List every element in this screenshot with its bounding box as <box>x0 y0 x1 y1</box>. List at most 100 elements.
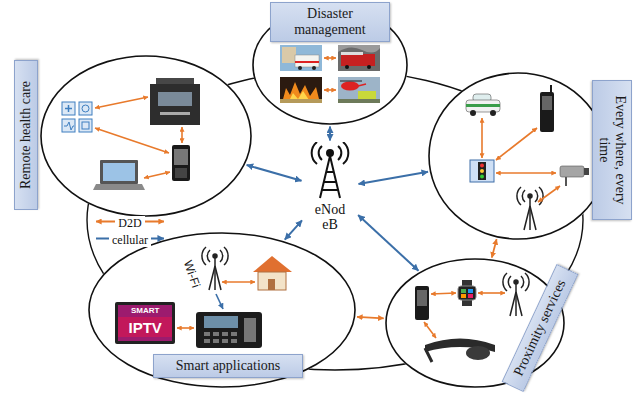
health-care-devices-part <box>95 128 169 153</box>
health-care-devices-part <box>175 168 187 178</box>
scenario-label-text: Smart applications <box>160 358 296 374</box>
disaster-photos-part <box>345 65 349 69</box>
health-care-devices-part <box>160 112 190 115</box>
cellular-connector <box>247 165 302 181</box>
smart-app-devices-part <box>253 256 292 272</box>
smart-app-devices-part-part <box>213 332 219 336</box>
disaster-photos-part <box>295 55 319 67</box>
smart-app-devices <box>115 247 292 348</box>
everywhere-devices-part <box>496 128 537 160</box>
smart-app-devices-part <box>204 316 238 328</box>
health-care-devices-part <box>144 172 170 178</box>
disaster-photos-part <box>280 99 322 103</box>
base-station-tower <box>303 142 357 200</box>
everywhere-devices-part <box>517 187 543 230</box>
base-station-tower-part <box>312 142 349 198</box>
proximity-devices-part <box>415 286 429 320</box>
scenario-label-text: Disaster management <box>277 6 383 38</box>
health-care-devices-part <box>79 119 92 132</box>
everywhere-devices-part <box>470 110 476 116</box>
disaster-photos-part <box>324 89 336 91</box>
smart-app-devices-part <box>202 247 228 290</box>
everywhere-devices-part <box>480 164 484 168</box>
smart-app-devices-part-part <box>213 339 219 343</box>
everywhere-devices-part <box>478 162 486 180</box>
smart-app-devices-part-part <box>204 332 210 336</box>
proximity-devices-part <box>417 290 427 306</box>
proximity-devices-part <box>503 273 529 316</box>
proximity-devices-part <box>425 348 432 362</box>
disaster-photos-part <box>340 81 362 82</box>
everywhere-devices-part <box>550 85 552 92</box>
scenario-circle: Proximity services <box>385 258 565 388</box>
circle-outline-path <box>429 73 607 239</box>
disaster-photos-part <box>295 61 319 63</box>
disaster-photos-part <box>338 99 380 103</box>
tv-brand-text: SMART <box>131 306 159 316</box>
tower-signal <box>312 142 349 164</box>
circle-grounds-part <box>40 55 252 217</box>
scenario-circle: Remote health care <box>40 55 252 217</box>
everywhere-devices-part <box>466 104 500 107</box>
smart-app-devices-part <box>204 318 256 343</box>
smart-app-devices-part <box>177 327 194 329</box>
circle-grounds-part <box>428 72 608 240</box>
cellular-connector <box>285 220 302 239</box>
proximity-devices-part <box>468 289 473 293</box>
smart-app-devices-part <box>258 272 286 290</box>
tower-top <box>327 150 333 156</box>
scenario-label: Smart applications <box>153 354 303 378</box>
d2d-connector <box>492 239 497 258</box>
disaster-photos-part <box>312 66 316 70</box>
health-care-devices-part <box>103 163 135 181</box>
health-care-devices-part <box>79 102 92 115</box>
everywhere-devices-part <box>480 175 484 179</box>
health-care-devices-part <box>158 92 192 106</box>
disaster-photos <box>280 45 380 103</box>
disaster-photos-part <box>298 66 302 70</box>
health-care-devices-part <box>95 97 148 108</box>
disaster-photos-part <box>338 77 380 103</box>
circle-outline <box>40 55 252 217</box>
proximity-devices-part <box>461 294 466 298</box>
circle-outline <box>428 72 608 240</box>
disaster-photos-part <box>367 65 371 69</box>
proximity-devices <box>415 273 529 362</box>
disaster-photos-part <box>280 45 322 71</box>
disaster-photos-part <box>324 57 336 59</box>
health-care-devices-part <box>150 84 200 125</box>
everywhere-devices-part <box>481 118 483 158</box>
everywhere-devices <box>466 85 589 230</box>
smart-app-devices-part <box>216 294 223 309</box>
tv-channel-text: IPTV <box>129 319 162 336</box>
d2d-connector <box>357 317 384 318</box>
health-care-devices-part <box>82 105 89 112</box>
health-care-devices <box>62 78 200 190</box>
health-care-devices-part <box>62 119 75 132</box>
circle-outline-path <box>89 233 355 387</box>
health-care-devices-part <box>65 105 72 112</box>
circle-grounds-part <box>88 232 356 388</box>
smart-app-devices-part-part <box>231 339 237 343</box>
everywhere-devices-part <box>538 186 560 202</box>
everywhere-devices-part <box>560 166 584 177</box>
proximity-devices-part <box>458 286 476 300</box>
health-care-devices-part <box>64 122 74 130</box>
scenario-label: Disaster management <box>270 2 390 42</box>
legend-row: cellular <box>94 230 166 247</box>
proximity-devices-part <box>424 322 436 338</box>
tower-mast <box>320 156 340 198</box>
disaster-photos-part <box>358 84 366 86</box>
cellular-connector <box>358 215 418 271</box>
health-care-devices-part <box>172 145 190 181</box>
scenario-circle: Every where, every time <box>428 72 608 240</box>
smart-app-devices-part-part <box>204 339 210 343</box>
smart-app-devices-part <box>222 281 255 283</box>
scenario-circle: Smart applications <box>88 232 356 388</box>
health-care-devices-part <box>174 149 188 165</box>
smart-app-devices-part-part <box>244 318 256 342</box>
smart-app-devices-part-part <box>231 332 237 336</box>
cellular-connector <box>358 172 428 184</box>
